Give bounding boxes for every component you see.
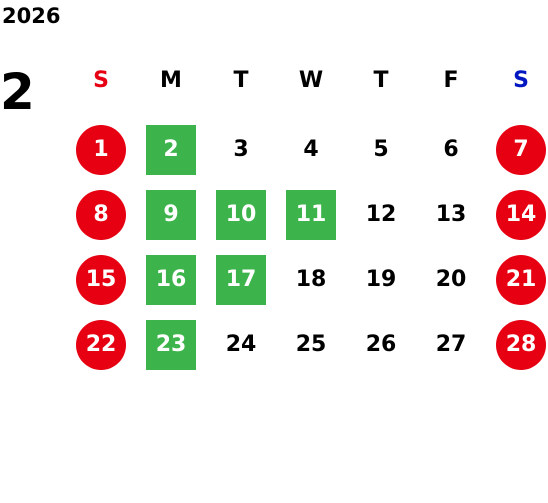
day-number: 5: [373, 137, 389, 162]
highlighted-day-number: 11: [286, 190, 336, 240]
highlighted-day-number: 10: [216, 190, 266, 240]
weekday-header: T: [373, 68, 389, 93]
day-cell[interactable]: 6: [416, 125, 486, 175]
day-cell[interactable]: 27: [416, 320, 486, 370]
holiday-day-number: 7: [496, 125, 546, 175]
day-cell[interactable]: 28: [486, 320, 548, 370]
highlighted-day-number: 2: [146, 125, 196, 175]
day-number: 20: [435, 267, 467, 292]
day-cell[interactable]: 13: [416, 190, 486, 240]
day-cell[interactable]: 9: [136, 190, 206, 240]
day-cell[interactable]: 12: [346, 190, 416, 240]
weekday-header: S: [513, 68, 529, 93]
day-cell[interactable]: 26: [346, 320, 416, 370]
holiday-day-number: 22: [76, 320, 126, 370]
day-cell[interactable]: 19: [346, 255, 416, 305]
day-cell[interactable]: 5: [346, 125, 416, 175]
day-number: 3: [233, 137, 249, 162]
week-row: 22 23 24 25 26 27 28: [66, 320, 548, 370]
day-cell[interactable]: 18: [276, 255, 346, 305]
day-cell[interactable]: 3: [206, 125, 276, 175]
highlighted-day-number: 17: [216, 255, 266, 305]
holiday-day-number: 15: [76, 255, 126, 305]
day-cell[interactable]: 24: [206, 320, 276, 370]
holiday-day-number: 21: [496, 255, 546, 305]
holiday-day-number: 8: [76, 190, 126, 240]
day-number: 12: [365, 202, 397, 227]
day-cell[interactable]: 10: [206, 190, 276, 240]
day-number: 19: [365, 267, 397, 292]
weekday-header: S: [93, 68, 109, 93]
day-cell[interactable]: 7: [486, 125, 548, 175]
day-cell[interactable]: 20: [416, 255, 486, 305]
day-cell[interactable]: 16: [136, 255, 206, 305]
calendar-year: 2026: [2, 4, 61, 28]
weekday-header-row: S M T W T F S: [66, 56, 548, 106]
day-number: 4: [303, 137, 319, 162]
weekday-header: W: [298, 68, 324, 93]
week-row: 8 9 10 11 12 13 14: [66, 190, 548, 240]
day-cell[interactable]: 4: [276, 125, 346, 175]
day-number: 25: [295, 332, 327, 357]
calendar-month: 2: [0, 63, 35, 121]
week-row: 15 16 17 18 19 20 21: [66, 255, 548, 305]
day-number: 13: [435, 202, 467, 227]
week-row: 1 2 3 4 5 6 7: [66, 125, 548, 175]
highlighted-day-number: 9: [146, 190, 196, 240]
highlighted-day-number: 23: [146, 320, 196, 370]
highlighted-day-number: 16: [146, 255, 196, 305]
day-number: 24: [225, 332, 257, 357]
day-cell[interactable]: 17: [206, 255, 276, 305]
weekday-header: M: [160, 68, 182, 93]
holiday-day-number: 1: [76, 125, 126, 175]
day-cell[interactable]: 25: [276, 320, 346, 370]
day-cell[interactable]: 15: [66, 255, 136, 305]
day-cell[interactable]: 8: [66, 190, 136, 240]
day-number: 26: [365, 332, 397, 357]
day-cell[interactable]: 1: [66, 125, 136, 175]
holiday-day-number: 28: [496, 320, 546, 370]
day-cell[interactable]: 11: [276, 190, 346, 240]
day-number: 6: [443, 137, 459, 162]
day-cell[interactable]: 23: [136, 320, 206, 370]
day-cell[interactable]: 2: [136, 125, 206, 175]
day-number: 27: [435, 332, 467, 357]
day-cell[interactable]: 21: [486, 255, 548, 305]
day-cell[interactable]: 14: [486, 190, 548, 240]
weekday-header: T: [233, 68, 249, 93]
day-number: 18: [295, 267, 327, 292]
day-cell[interactable]: 22: [66, 320, 136, 370]
holiday-day-number: 14: [496, 190, 546, 240]
weekday-header: F: [443, 68, 459, 93]
